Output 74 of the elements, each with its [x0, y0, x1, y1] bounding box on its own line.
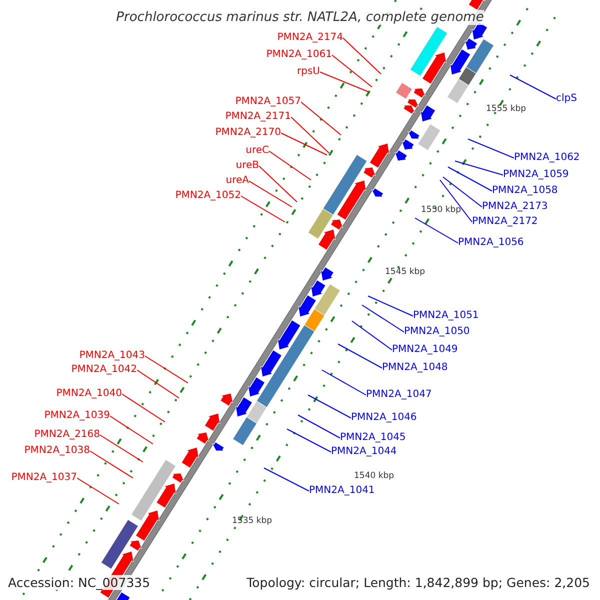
leader-line [368, 296, 414, 316]
leader-line [90, 450, 134, 478]
gene-label: clpS [556, 93, 577, 105]
genome-summary: Topology: circular; Length: 1,842,899 bp; Genes: 2,205 [246, 575, 590, 590]
gene-label: PMN2A_1050 [404, 326, 470, 338]
leader-line [510, 74, 556, 100]
gene-label: PMN2A_1040 [56, 388, 122, 400]
leader-line [240, 196, 286, 222]
position-label: 1550 kbp [421, 204, 462, 216]
diagram-title: Prochlorococcus marinus str. NATL2A, complete genome [116, 10, 484, 25]
gene-label: PMN2A_1039 [44, 410, 110, 422]
leader-line [122, 394, 166, 422]
gene-label: PMN2A_2172 [472, 216, 538, 228]
leader-line [280, 132, 328, 156]
leader-line [144, 356, 188, 384]
leader-line [268, 150, 312, 180]
gene-label: PMN2A_1052 [175, 190, 241, 202]
gene-label: PMN2A_1037 [11, 472, 77, 484]
gene-label: PMN2A_2168 [34, 429, 100, 441]
gene-label: PMN2A_1062 [514, 152, 580, 164]
leader-line [320, 72, 370, 92]
gene-label: PMN2A_2174 [277, 32, 343, 44]
leader-line [286, 428, 332, 452]
gene-label: PMN2A_1061 [266, 49, 332, 61]
leader-line [332, 54, 372, 88]
gene-label: PMN2A_1044 [331, 446, 397, 458]
leader-line [468, 138, 514, 158]
leader-line [248, 180, 292, 208]
gene-label: PMN2A_1058 [492, 185, 558, 197]
gene-label: ureA [226, 175, 249, 187]
gene-label: ureC [246, 145, 269, 157]
gene-label: PMN2A_2171 [225, 111, 291, 123]
gene-label: PMN2A_1041 [309, 485, 375, 497]
leader-line [76, 478, 120, 504]
leader-line [298, 414, 340, 438]
leader-line [352, 320, 392, 350]
leader-line [414, 218, 458, 244]
leader-line [448, 166, 492, 192]
gene-label: PMN2A_1046 [351, 412, 417, 424]
gene-label: PMN2A_1057 [235, 96, 301, 108]
leader-line [100, 434, 144, 462]
position-label: 1535 kbp [232, 515, 272, 527]
leader-line [258, 166, 298, 202]
gene-label: PMN2A_1059 [503, 169, 569, 181]
leader-line [308, 394, 352, 418]
leader-line [362, 304, 404, 332]
leader-line [442, 176, 482, 208]
leader-line [338, 344, 382, 368]
accession-text: Accession: NC_007335 [8, 575, 150, 590]
leader-line [264, 468, 310, 492]
gene-label: PMN2A_2173 [482, 201, 548, 213]
gene-label: PMN2A_1051 [413, 310, 479, 322]
gene-label: PMN2A_2170 [215, 127, 281, 139]
gene-label: PMN2A_1042 [71, 364, 137, 376]
gene-label: PMN2A_1049 [392, 344, 458, 356]
gene-label: PMN2A_1043 [79, 350, 145, 362]
gene-label: PMN2A_1045 [340, 432, 406, 444]
leader-line [136, 370, 180, 398]
leader-line [454, 160, 504, 176]
position-label: 1555 kbp [486, 103, 526, 115]
gene-label: PMN2A_1048 [382, 362, 448, 374]
leader-line [290, 116, 330, 154]
leader-line [342, 38, 382, 74]
gene-label: PMN2A_1056 [458, 237, 524, 249]
leader-line [322, 370, 366, 396]
gene-label: PMN2A_1047 [366, 389, 432, 401]
position-label: 1545 kbp [385, 266, 426, 278]
leader-line [440, 180, 472, 222]
gene-label: ureB [236, 160, 259, 172]
leader-line [300, 102, 342, 136]
gene-label: PMN2A_1038 [24, 445, 90, 457]
gene-label: rpsU [297, 66, 320, 78]
leader-line [110, 416, 154, 444]
position-label: 1540 kbp [354, 470, 394, 482]
